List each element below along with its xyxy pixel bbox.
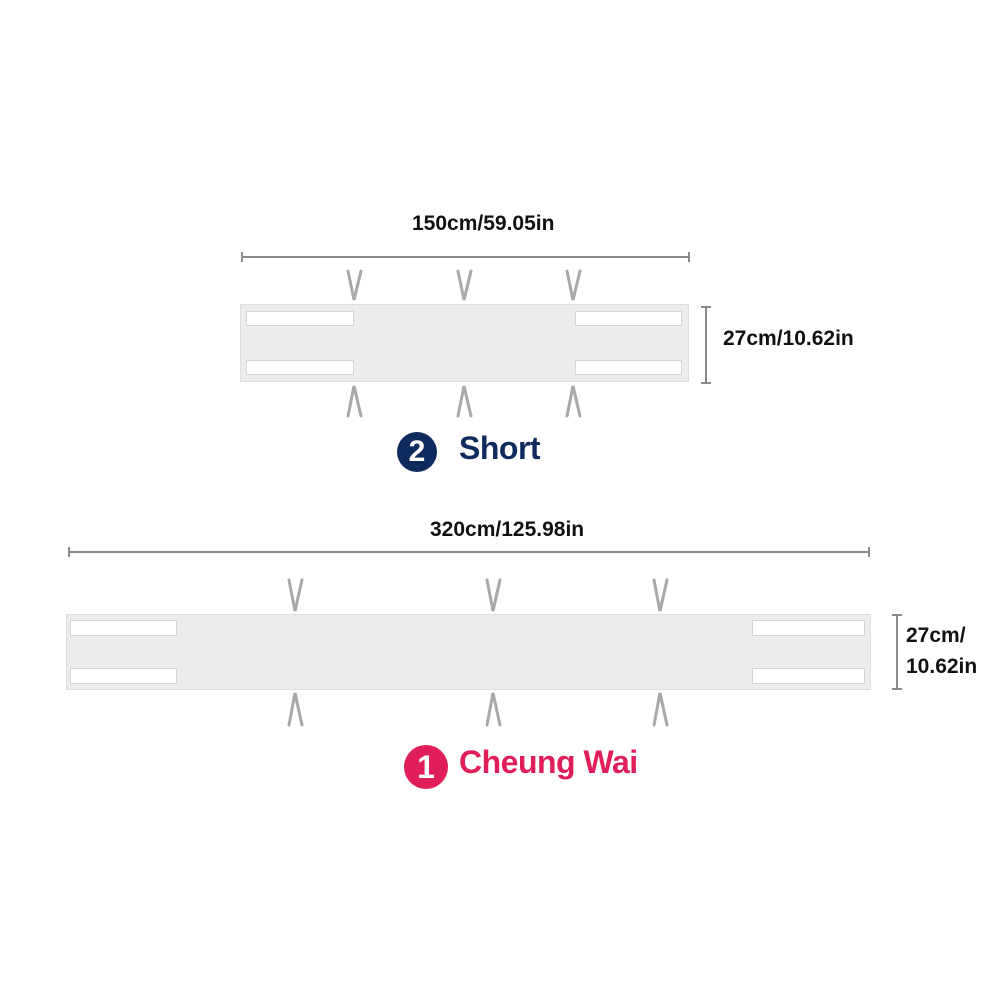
long-width-label: 320cm/125.98in <box>430 518 585 541</box>
long-left-slot-top <box>70 620 177 636</box>
long-left-slot-bottom <box>70 668 177 684</box>
short-height-label: 27cm/10.62in <box>723 327 854 350</box>
short-right-slot-top <box>575 311 682 326</box>
long-caption: Cheung Wai <box>459 744 638 780</box>
short-width-label: 150cm/59.05in <box>412 212 555 235</box>
number-1-badge: 1 <box>404 745 448 789</box>
short-left-slot-bottom <box>246 360 354 375</box>
long-height-label-line2: 10.62in <box>906 655 978 678</box>
long-right-slot-top <box>752 620 865 636</box>
tie-icon <box>346 269 582 418</box>
short-right-slot-bottom <box>575 360 682 375</box>
tie-icon <box>287 578 669 727</box>
short-height-dimension-line <box>701 306 711 384</box>
long-bumper-pad <box>66 614 871 690</box>
long-height-dimension-line <box>892 614 902 690</box>
number-2-badge: 2 <box>397 432 437 472</box>
long-right-slot-bottom <box>752 668 865 684</box>
long-width-dimension-line <box>68 547 870 557</box>
short-caption: Short <box>459 430 541 466</box>
long-height-label-line1: 27cm/ <box>906 624 966 647</box>
short-left-slot-top <box>246 311 354 326</box>
short-width-dimension-line <box>241 252 690 262</box>
